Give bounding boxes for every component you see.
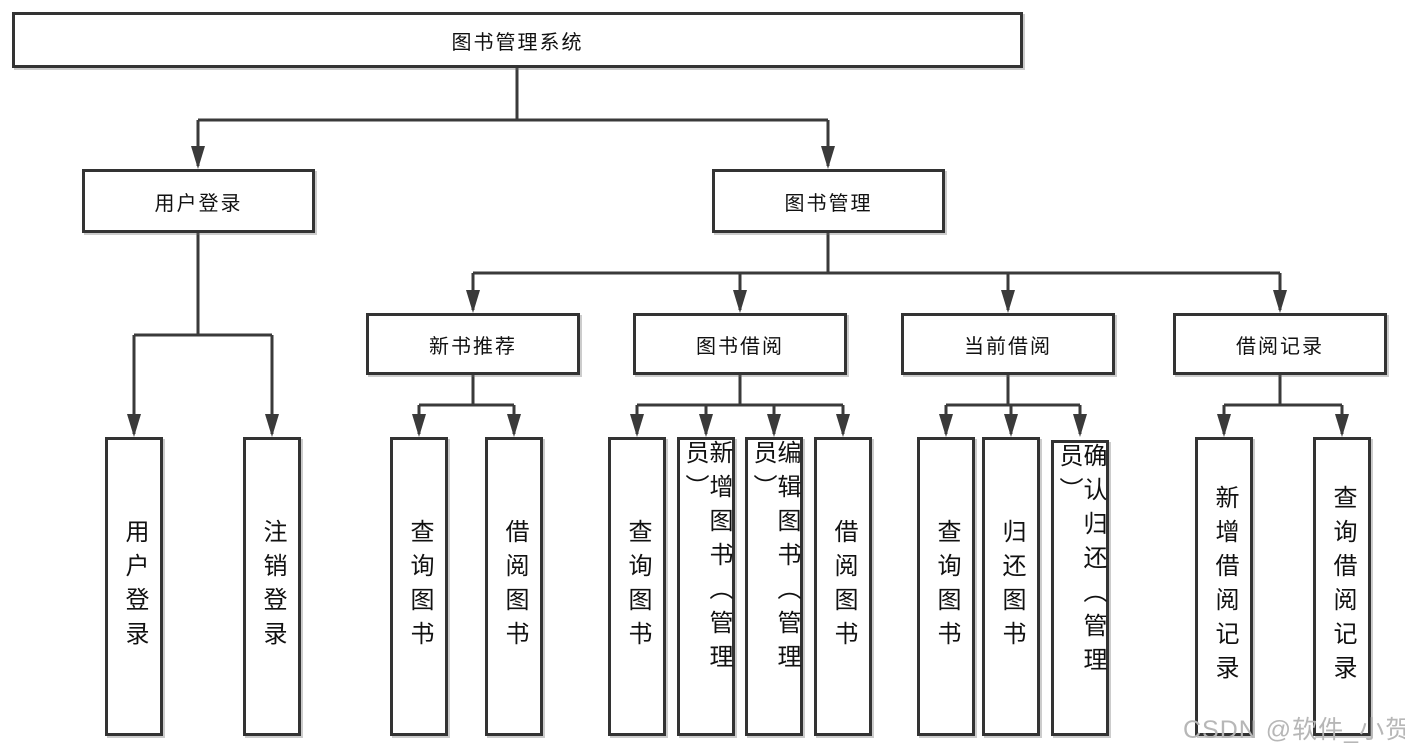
node-leaf-borrow-book-rec: 借阅图书 [485, 437, 543, 736]
connector-borrow-record-children [1222, 375, 1344, 434]
arrowhead-icons [127, 146, 1349, 437]
node-current-borrow: 当前借阅 [901, 313, 1115, 375]
node-borrow-record: 借阅记录 [1173, 313, 1387, 375]
node-leaf-add-borrow-record: 新增借阅记录 [1195, 437, 1253, 736]
node-book-manage: 图书管理 [712, 169, 945, 233]
node-leaf-query-book-borrow: 查询图书 [608, 437, 666, 736]
connector-book-borrow-children [635, 375, 845, 434]
node-root: 图书管理系统 [12, 12, 1023, 68]
node-leaf-logout: 注销登录 [243, 437, 301, 736]
connector-root-to-level2 [196, 68, 830, 166]
node-new-book-rec: 新书推荐 [366, 313, 580, 375]
node-leaf-edit-book-admin: 编辑图书（管理员） [745, 437, 803, 736]
node-leaf-return-book: 归还图书 [982, 437, 1040, 736]
connector-new-book-rec-children [417, 375, 516, 434]
node-leaf-confirm-return-admin: 确认归还（管理员） [1051, 440, 1109, 736]
node-leaf-query-borrow-record: 查询借阅记录 [1313, 437, 1371, 736]
node-book-borrow: 图书借阅 [633, 313, 847, 375]
node-leaf-add-book-admin: 新增图书（管理员） [677, 437, 735, 736]
node-leaf-query-book-rec: 查询图书 [390, 437, 448, 736]
node-leaf-query-book-current: 查询图书 [917, 437, 975, 736]
connector-book-manage-children [471, 233, 1282, 310]
node-user-login: 用户登录 [82, 169, 315, 233]
node-leaf-borrow-book: 借阅图书 [814, 437, 872, 736]
connector-user-login-children [132, 233, 274, 434]
node-leaf-user-login: 用户登录 [105, 437, 163, 736]
csdn-watermark: CSDN @软件_小贺同学 [1183, 716, 1405, 744]
